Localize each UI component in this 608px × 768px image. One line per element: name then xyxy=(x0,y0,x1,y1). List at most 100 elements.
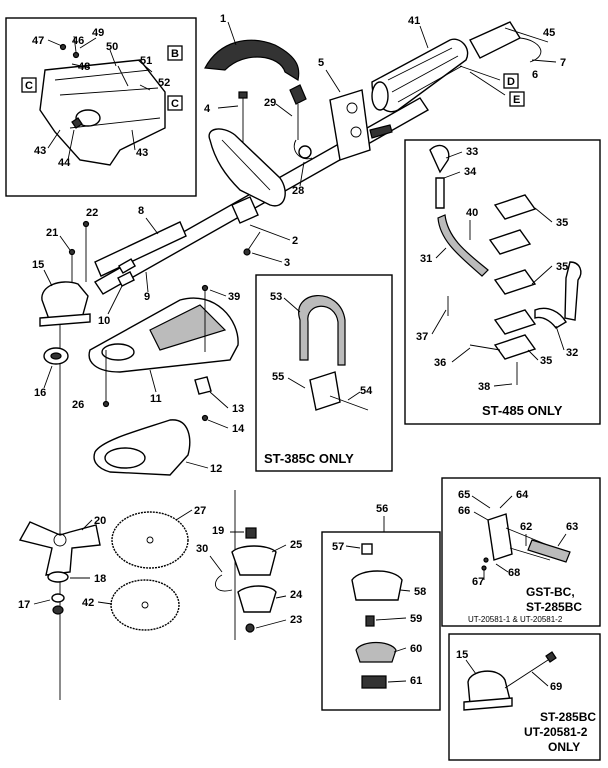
part-12-shield: 12 xyxy=(93,419,222,476)
callout-label: 6 xyxy=(532,69,538,81)
callout-label: 36 xyxy=(434,357,446,369)
callout-label: 32 xyxy=(566,347,578,359)
callout-label: 59 xyxy=(410,613,422,625)
callout-label: 26 xyxy=(72,399,84,411)
callout-label: 34 xyxy=(464,166,477,178)
callout-label: 68 xyxy=(508,567,520,579)
callout-label: 62 xyxy=(520,521,532,533)
letter-c-right xyxy=(167,95,183,111)
callout-label: 15 xyxy=(32,259,44,271)
inset-engine-housing: C B C 47 46 49 48 50 51 52 43 44 43 xyxy=(5,17,197,197)
callout-label: 53 xyxy=(270,291,282,303)
callout-label: 44 xyxy=(58,157,71,169)
callout-label: 11 xyxy=(150,393,162,405)
callout-label: 20 xyxy=(94,515,106,527)
caption-gst-bc: GST-BC, xyxy=(526,585,575,599)
letter-b xyxy=(167,45,183,61)
callout-label: 35 xyxy=(556,261,568,273)
parts-17-18: 18 17 xyxy=(18,571,106,615)
inset-st285bc: 15 69 ST-285BC UT-20581-2 ONLY xyxy=(448,633,601,761)
callout-label: 54 xyxy=(360,385,373,397)
callout-label: 3 xyxy=(284,257,290,269)
callout-label: 4 xyxy=(204,103,211,115)
callout-label: 33 xyxy=(466,146,478,158)
callout-label: 61 xyxy=(410,675,422,687)
callout-label: 58 xyxy=(414,586,426,598)
callout-label: 2 xyxy=(292,235,298,247)
callout-label: 43 xyxy=(136,147,148,159)
caption-ut-20581-2: UT-20581-2 xyxy=(524,725,588,739)
part-4-bolt: 4 xyxy=(204,91,248,150)
callout-label: 40 xyxy=(466,207,478,219)
callout-label: 27 xyxy=(194,505,206,517)
callout-label: 14 xyxy=(232,423,245,435)
callout-label: 29 xyxy=(264,97,276,109)
callout-label: 60 xyxy=(410,643,422,655)
callout-label: 23 xyxy=(290,614,302,626)
part-41-throttle-handle: 41 45 7 6 D E xyxy=(369,15,566,139)
parts-13-14: 13 14 xyxy=(194,376,245,435)
callout-label: 64 xyxy=(516,489,529,501)
callout-label: 7 xyxy=(560,57,566,69)
caption-st285bc-only: ST-285BC xyxy=(540,710,596,724)
callout-label: E xyxy=(513,94,520,106)
inset-st485: 33 34 40 31 35 35 35 37 36 32 38 ST-485 … xyxy=(404,139,601,425)
caption-ut-models: UT-20581-1 & UT-20581-2 xyxy=(468,615,563,624)
callout-label: 48 xyxy=(78,61,90,73)
callout-label: B xyxy=(171,48,179,60)
callout-label: 5 xyxy=(318,57,324,69)
callout-label: 25 xyxy=(290,539,302,551)
callout-label: 28 xyxy=(292,185,304,197)
callout-label: 10 xyxy=(98,315,110,327)
callout-label: 31 xyxy=(420,253,432,265)
callout-label: 24 xyxy=(290,589,303,601)
callout-label: 69 xyxy=(550,681,562,693)
callout-label: 66 xyxy=(458,505,470,517)
callout-label: 65 xyxy=(458,489,470,501)
inset-gst-bc: 65 64 66 62 63 67 68 GST-BC, ST-285BC UT… xyxy=(441,477,601,627)
trimmer-head-parts: 19 25 30 24 23 xyxy=(196,490,303,640)
callout-label: 15 xyxy=(456,649,468,661)
caption-st285bc: ST-285BC xyxy=(526,600,582,614)
callout-label: 37 xyxy=(416,331,428,343)
caption-st485: ST-485 ONLY xyxy=(482,403,563,418)
callout-label: C xyxy=(171,98,179,110)
callout-label: C xyxy=(25,80,33,92)
callout-label: 67 xyxy=(472,576,484,588)
part-2-handle: 2 3 xyxy=(208,128,298,269)
part-1-bristle: 1 xyxy=(204,13,300,81)
part-5-clamp: 29 28 5 xyxy=(264,57,371,197)
callout-label: 51 xyxy=(140,55,152,67)
part-16-bearing: 16 xyxy=(34,347,69,399)
callout-label: 63 xyxy=(566,521,578,533)
callout-label: 22 xyxy=(86,207,98,219)
callout-label: 1 xyxy=(220,13,226,25)
callout-label: 13 xyxy=(232,403,244,415)
inset-part-56: 56 57 58 59 60 61 xyxy=(321,503,441,711)
callout-label: 30 xyxy=(196,543,208,555)
letter-e xyxy=(509,91,525,107)
callout-label: 19 xyxy=(212,525,224,537)
part-27-saw-blade: 27 xyxy=(111,505,206,569)
parts-8-9-10: 8 9 10 xyxy=(98,205,159,327)
part-11-shield: 39 11 26 xyxy=(72,284,240,411)
callout-label: 38 xyxy=(478,381,490,393)
callout-label: 8 xyxy=(138,205,144,217)
callout-label: 56 xyxy=(376,503,388,515)
caption-only: ONLY xyxy=(548,740,580,754)
callout-label: 12 xyxy=(210,463,222,475)
callout-label: 45 xyxy=(543,27,555,39)
callout-label: 16 xyxy=(34,387,46,399)
callout-label: 52 xyxy=(158,77,170,89)
callout-label: 43 xyxy=(34,145,46,157)
callout-label: 46 xyxy=(72,35,84,47)
callout-label: 9 xyxy=(144,291,150,303)
letter-c-left xyxy=(21,77,37,93)
callout-label: 50 xyxy=(106,41,118,53)
part-20-blade: 20 xyxy=(18,515,106,576)
part-15-gearhead: 21 22 15 xyxy=(32,207,98,327)
callout-label: 42 xyxy=(82,597,94,609)
inset-st385c: 53 55 54 ST-385C ONLY xyxy=(255,274,393,472)
callout-label: 57 xyxy=(332,541,344,553)
